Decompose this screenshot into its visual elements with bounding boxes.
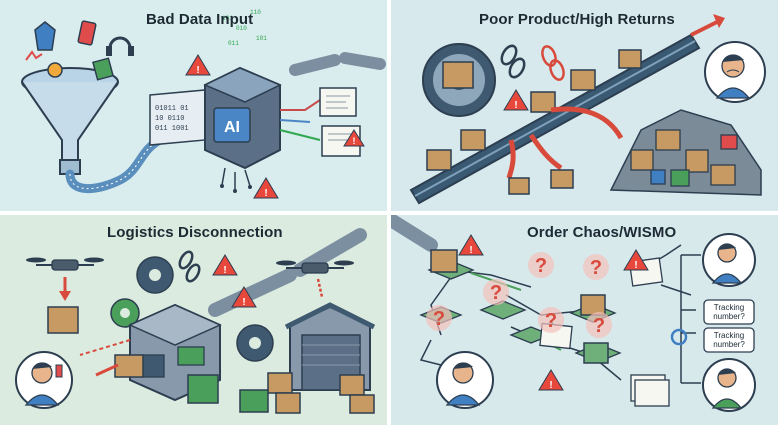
svg-text:10 0110: 10 0110 bbox=[155, 115, 184, 123]
svg-text:?: ? bbox=[545, 310, 557, 332]
svg-text:!: ! bbox=[223, 265, 226, 276]
svg-text:011 1001: 011 1001 bbox=[155, 125, 189, 133]
person-icon bbox=[704, 41, 766, 103]
package-icon bbox=[442, 61, 474, 89]
order-chaos-illustration: ? ? ? ? ? ? ! ! ! bbox=[391, 215, 756, 412]
warning-icon: ! bbox=[343, 129, 365, 147]
gear-icon bbox=[136, 256, 174, 294]
ai-chip-icon: AI bbox=[203, 66, 282, 193]
quadrant-title-bad-data: Bad Data Input bbox=[146, 11, 254, 28]
svg-text:010: 010 bbox=[236, 25, 247, 32]
svg-text:!: ! bbox=[242, 297, 245, 308]
junk-items-icon bbox=[25, 20, 134, 81]
warning-icon: ! bbox=[503, 89, 529, 111]
quadrant-poor-product: ! Poor Product/High Returns bbox=[391, 0, 778, 211]
connector-lines bbox=[680, 254, 701, 384]
quadrant-order-chaos: ? ? ? ? ? ? ! ! ! bbox=[391, 215, 778, 425]
package-icon bbox=[267, 372, 375, 414]
svg-text:110: 110 bbox=[250, 9, 261, 16]
svg-text:!: ! bbox=[549, 380, 552, 391]
svg-text:?: ? bbox=[590, 257, 602, 279]
warning-icon: ! bbox=[212, 254, 238, 276]
svg-text:?: ? bbox=[535, 255, 547, 277]
package-icon bbox=[47, 306, 79, 334]
drone-icon bbox=[26, 257, 104, 271]
return-arrows bbox=[506, 106, 624, 179]
svg-text:011: 011 bbox=[228, 40, 239, 47]
person-icon bbox=[702, 233, 756, 287]
svg-text:!: ! bbox=[264, 188, 267, 199]
svg-text:!: ! bbox=[514, 100, 517, 111]
question-icon: ? ? ? ? ? ? bbox=[426, 252, 612, 338]
person-icon bbox=[15, 351, 73, 409]
document-icons bbox=[539, 257, 670, 407]
svg-text:101: 101 bbox=[256, 35, 267, 42]
package-icon bbox=[114, 354, 144, 378]
document-icons bbox=[319, 87, 361, 157]
svg-text:?: ? bbox=[433, 308, 445, 330]
conveyor-icon bbox=[409, 33, 701, 205]
data-stream bbox=[65, 135, 165, 194]
svg-text:!: ! bbox=[469, 245, 472, 256]
warning-icon: ! bbox=[458, 234, 484, 256]
broken-pipe-icon bbox=[391, 215, 438, 252]
svg-text:101: 101 bbox=[222, 15, 233, 22]
broken-pipe-icon bbox=[289, 54, 341, 76]
svg-text:?: ? bbox=[593, 315, 605, 337]
svg-text:!: ! bbox=[353, 136, 356, 146]
warning-icon: ! bbox=[231, 286, 257, 308]
svg-text:!: ! bbox=[196, 65, 199, 76]
svg-text:01011 01: 01011 01 bbox=[155, 105, 189, 113]
poor-product-illustration: ! bbox=[409, 14, 766, 205]
svg-text:?: ? bbox=[490, 282, 502, 304]
logistics-illustration: ! ! bbox=[15, 228, 376, 414]
warning-icon: ! bbox=[185, 54, 211, 76]
svg-text:!: ! bbox=[634, 260, 637, 271]
returns-pile bbox=[609, 109, 762, 196]
ai-label: AI bbox=[224, 119, 240, 136]
gear-icon bbox=[110, 298, 140, 328]
broken-link-icon bbox=[541, 45, 565, 81]
refresh-icon bbox=[670, 328, 688, 346]
warning-icon: ! bbox=[623, 249, 649, 271]
person-icon bbox=[702, 358, 756, 412]
horizontal-divider bbox=[0, 211, 778, 215]
package-icon bbox=[508, 169, 574, 195]
gear-icon bbox=[236, 324, 274, 362]
warning-icon: ! bbox=[538, 369, 564, 391]
quadrant-title-order-chaos: Order Chaos/WISMO bbox=[527, 224, 677, 241]
package-icon bbox=[426, 49, 642, 171]
package-icon bbox=[430, 249, 609, 364]
warning-icon: ! bbox=[253, 177, 279, 199]
quadrant-title-logistics: Logistics Disconnection bbox=[107, 224, 283, 241]
drone-icon bbox=[276, 260, 354, 274]
person-icon bbox=[436, 351, 494, 409]
bad-data-illustration: 01011 01 10 0110 011 1001 AI 10101011001… bbox=[21, 9, 386, 199]
funnel-icon bbox=[21, 67, 119, 175]
broken-link-icon bbox=[178, 250, 201, 283]
quadrant-title-poor-product: Poor Product/High Returns bbox=[479, 11, 675, 28]
broken-link-icon bbox=[500, 44, 526, 79]
quadrant-logistics: ! ! Logistics Disconnection bbox=[0, 215, 387, 425]
